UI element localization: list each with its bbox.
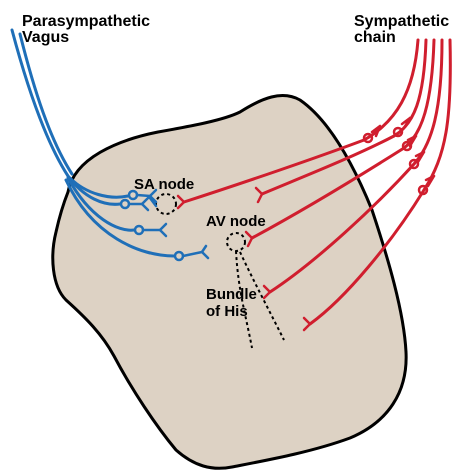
heart-outline bbox=[53, 96, 406, 469]
av-node-label: AV node bbox=[206, 213, 266, 230]
sa-node-label: SA node bbox=[134, 176, 194, 193]
sympathetic-label: Sympathetic chain bbox=[354, 14, 449, 46]
bundle-of-his-label: Bundle of His bbox=[206, 286, 257, 320]
sympathetic-label-line2: chain bbox=[354, 30, 449, 46]
parasympathetic-label-line1: Parasympathetic bbox=[22, 14, 150, 30]
sympathetic-label-line1: Sympathetic bbox=[354, 14, 449, 30]
bundle-of-his-label-line2: of His bbox=[206, 303, 257, 320]
parasympathetic-label: Parasympathetic Vagus bbox=[22, 14, 150, 46]
bundle-of-his-label-line1: Bundle bbox=[206, 286, 257, 303]
parasympathetic-label-line2: Vagus bbox=[22, 30, 150, 46]
